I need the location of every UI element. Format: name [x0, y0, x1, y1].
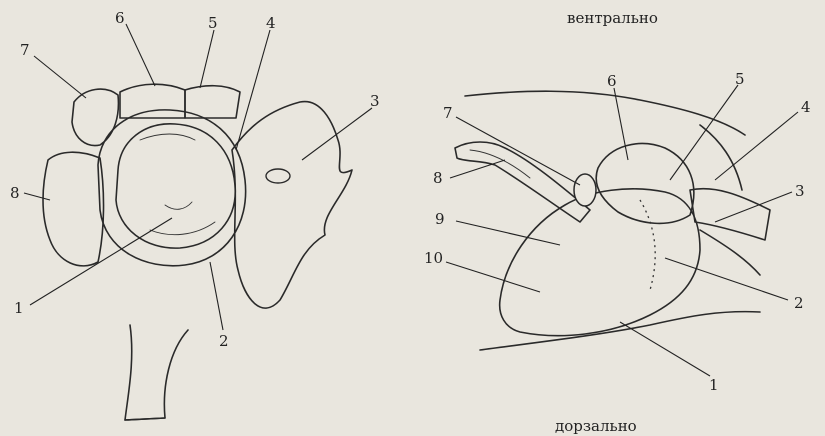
left-illustration	[24, 24, 372, 420]
right-label-4: 4	[801, 98, 811, 116]
left-label-1: 1	[14, 299, 24, 317]
right-label-5: 5	[735, 70, 745, 88]
right-label-1: 1	[709, 376, 719, 394]
caption-ventral: вентрально	[567, 9, 658, 27]
left-label-5: 5	[208, 14, 218, 32]
right-label-6: 6	[607, 72, 617, 90]
left-label-8: 8	[10, 184, 20, 202]
right-label-10: 10	[424, 249, 443, 267]
right-label-3: 3	[795, 182, 805, 200]
right-label-9: 9	[435, 210, 445, 228]
right-label-2: 2	[794, 294, 804, 312]
left-label-6: 6	[115, 9, 125, 27]
left-label-2: 2	[219, 332, 229, 350]
left-label-7: 7	[20, 41, 30, 59]
right-label-7: 7	[443, 104, 453, 122]
left-label-4: 4	[266, 14, 276, 32]
caption-dorsal: дорзально	[555, 417, 637, 435]
right-label-8: 8	[433, 169, 443, 187]
right-illustration	[446, 85, 798, 376]
left-label-3: 3	[370, 92, 380, 110]
